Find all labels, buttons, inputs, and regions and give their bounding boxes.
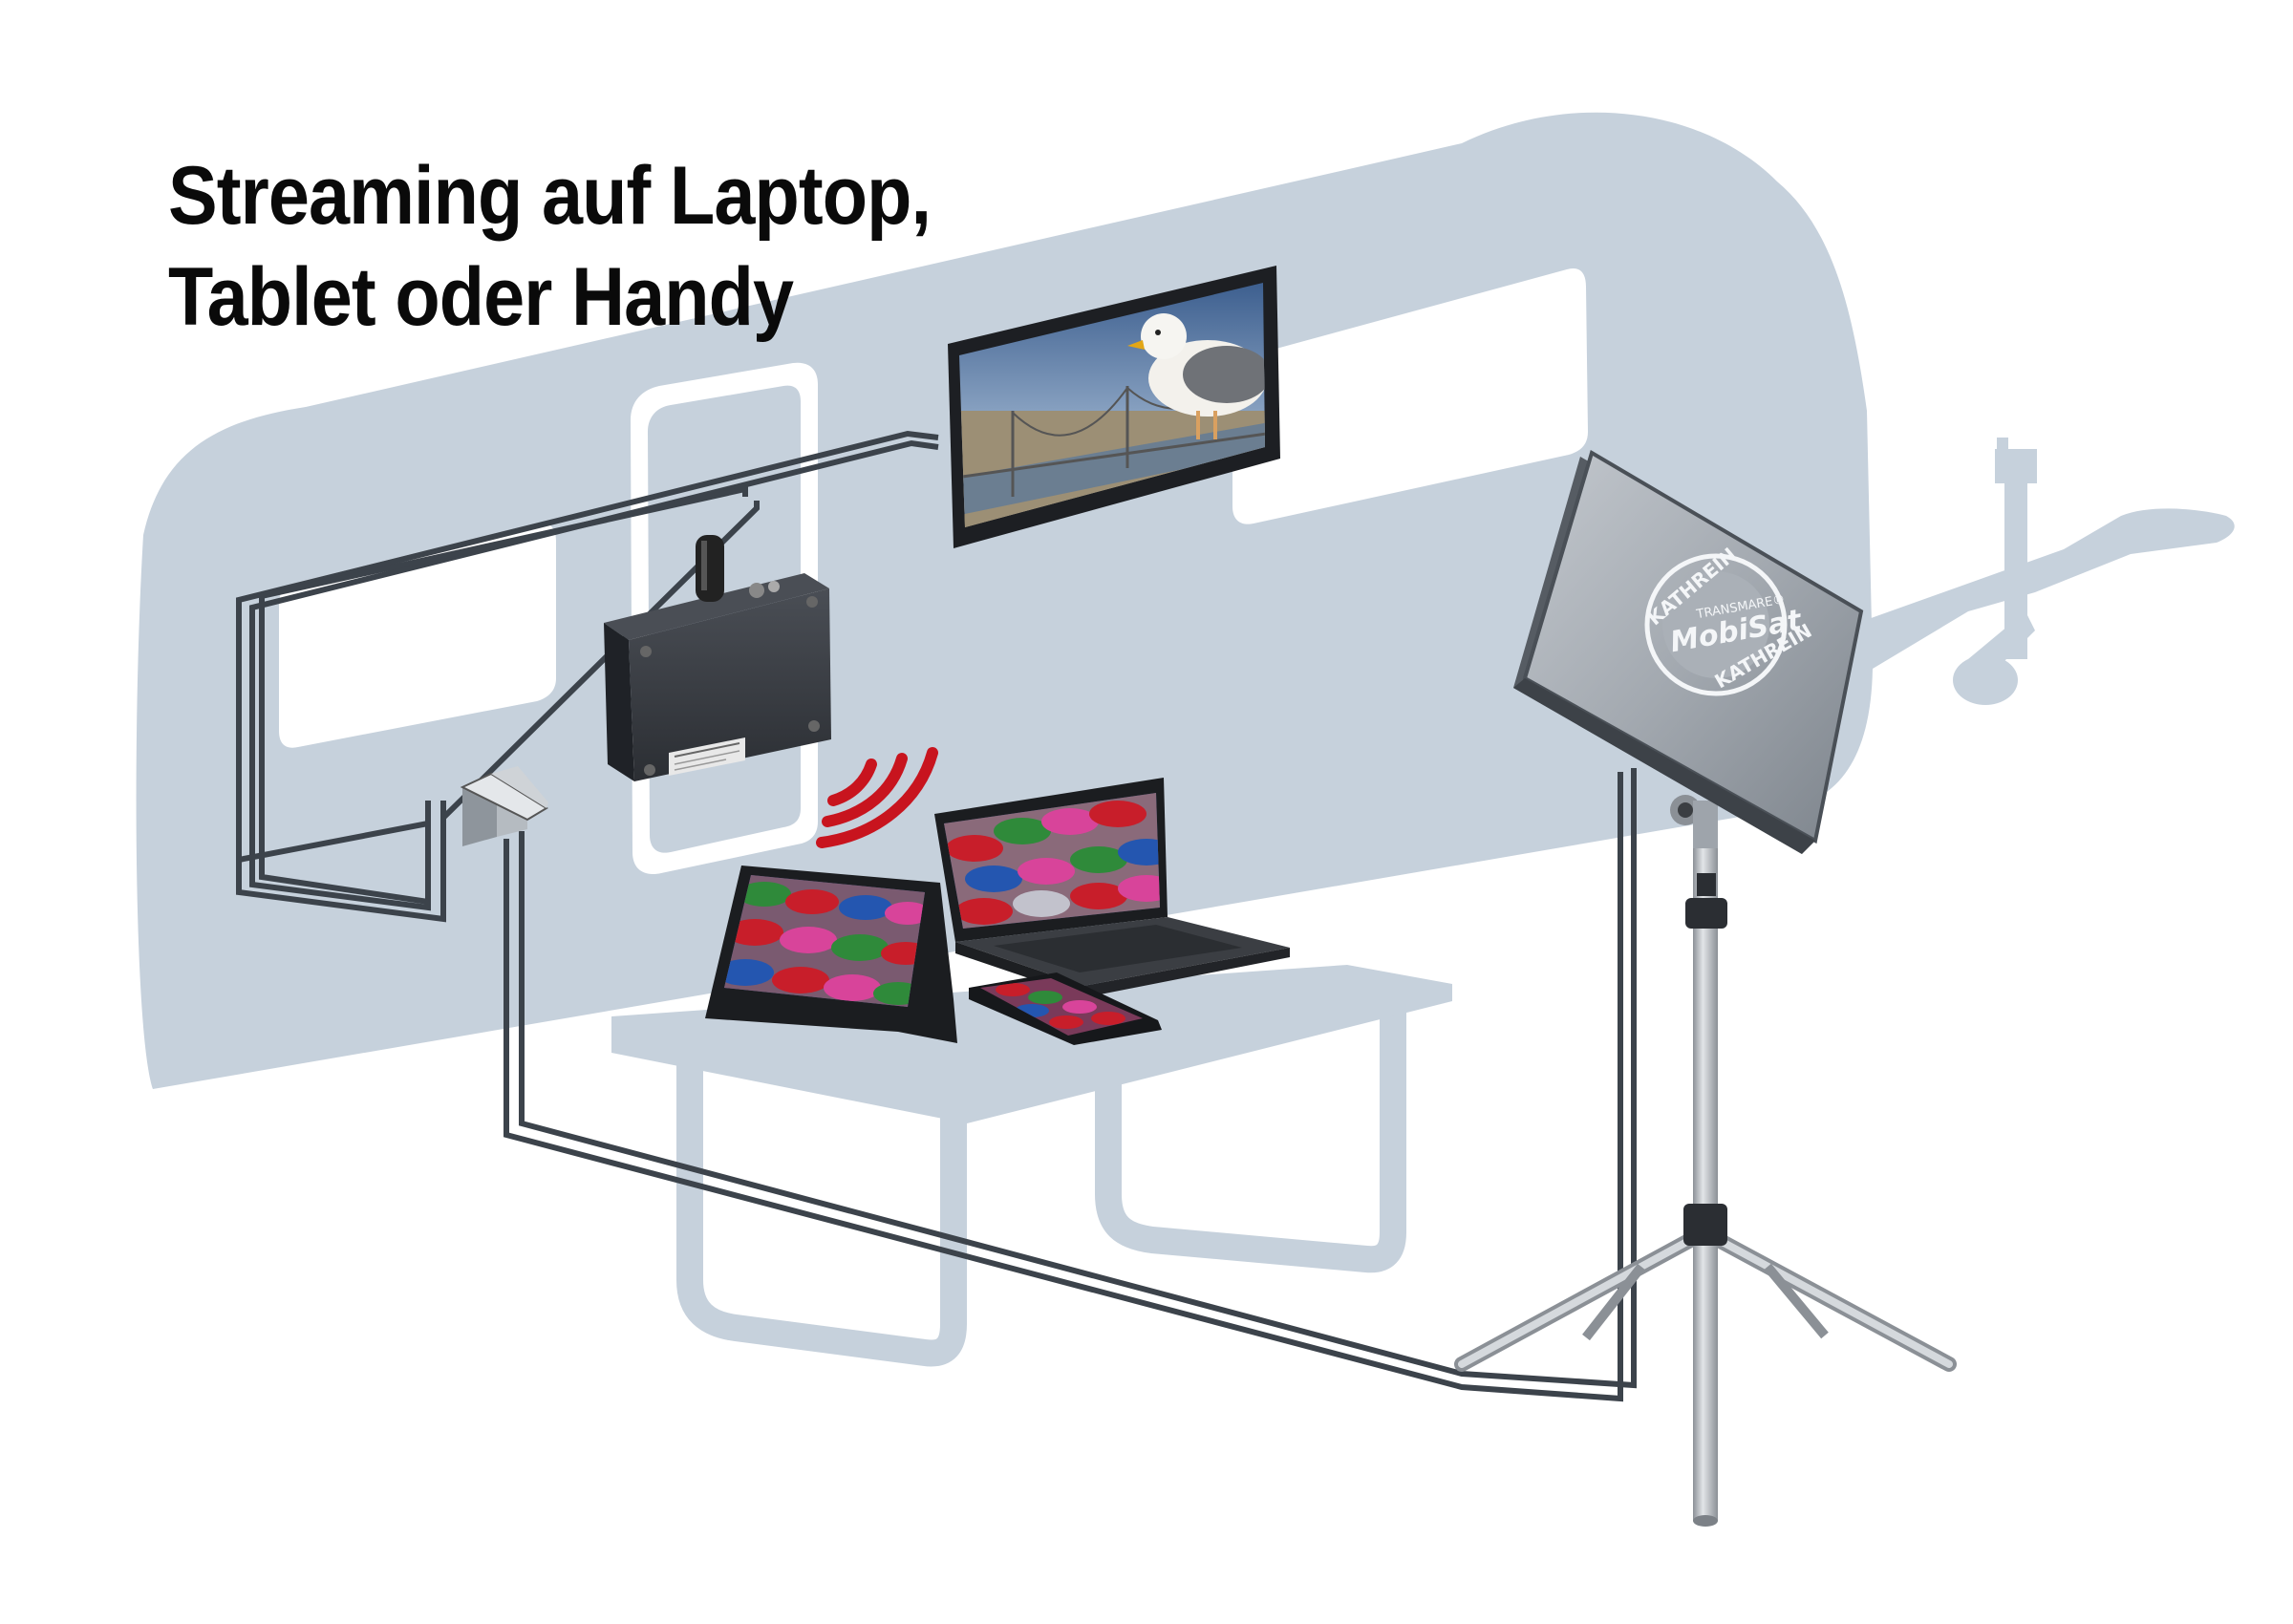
tablet[interactable] xyxy=(705,865,957,1043)
wifi-antenna-stick xyxy=(696,535,724,602)
table-leg-front xyxy=(676,1060,967,1367)
satellite-antenna: KATHREIN KATHREIN TRANSMARE® MobiSat xyxy=(1454,449,1957,1527)
cable-to-tv xyxy=(249,439,939,911)
laptop[interactable] xyxy=(934,778,1290,997)
headline-line-2: Tablet oder Handy xyxy=(168,251,794,343)
kathrein-logo: KATHREIN KATHREIN TRANSMARE® MobiSat xyxy=(1643,543,1815,696)
mast-pole xyxy=(1693,841,1718,1521)
headline: Streaming auf Laptop, Tablet oder Handy xyxy=(168,145,932,348)
wall-socket xyxy=(460,766,548,846)
smartphone[interactable] xyxy=(969,972,1162,1045)
coax-cables xyxy=(236,430,1637,1402)
umbrella-image xyxy=(996,983,1125,1029)
tv-screen[interactable] xyxy=(948,266,1280,548)
wlan-receiver-box[interactable] xyxy=(604,535,831,781)
cable-to-receiver-2 xyxy=(238,810,431,863)
cable-to-receiver xyxy=(440,501,760,825)
jockey-wheel xyxy=(1953,655,2018,705)
wifi-signal-icon xyxy=(816,747,938,848)
cable-to-antenna xyxy=(504,772,1623,1402)
table-leg-back xyxy=(1095,1013,1406,1273)
caravan-drawbar xyxy=(1863,508,2235,669)
umbrella-image xyxy=(724,875,925,1007)
caravan-window-right xyxy=(1232,267,1588,524)
headline-line-1: Streaming auf Laptop, xyxy=(168,150,932,242)
